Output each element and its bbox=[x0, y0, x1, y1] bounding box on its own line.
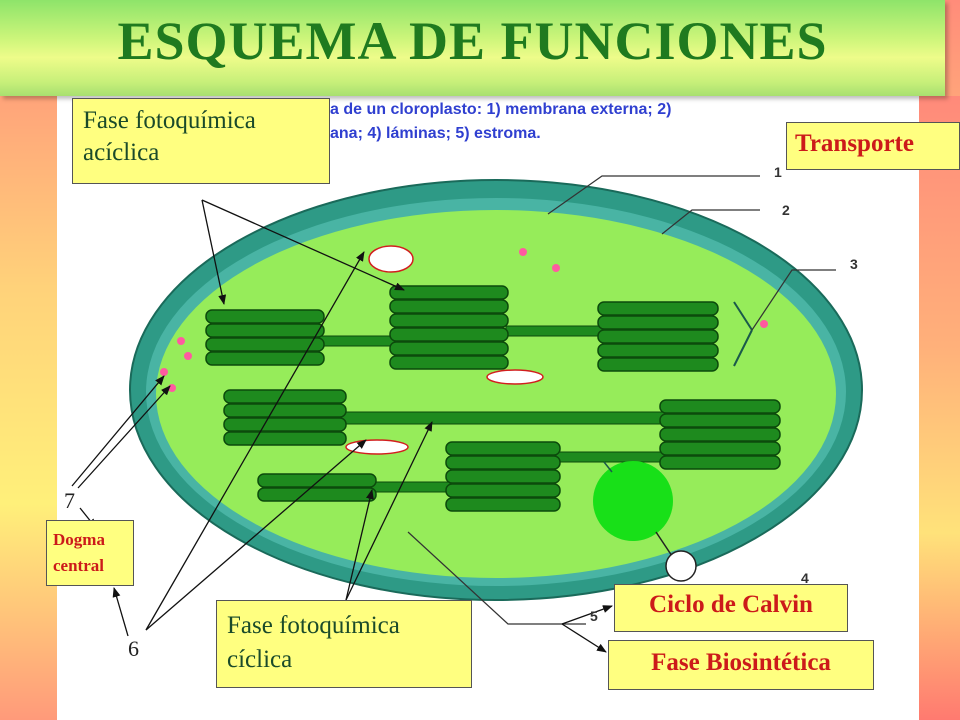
green-circle bbox=[593, 461, 673, 541]
title-bar: ESQUEMA DE FUNCIONES bbox=[0, 0, 945, 96]
white-oval bbox=[368, 245, 414, 273]
thylakoid-disc bbox=[597, 315, 719, 330]
pink-dot bbox=[184, 352, 192, 360]
grana-stacks bbox=[205, 285, 781, 512]
thylakoid-disc bbox=[257, 487, 377, 502]
arrow-acyclic-right bbox=[201, 199, 405, 291]
chloroplast-caption: a de un cloroplasto: 1) membrana externa… bbox=[330, 98, 800, 146]
connector-line bbox=[603, 461, 613, 473]
arrow-biosynthetic bbox=[561, 623, 607, 653]
lamella bbox=[315, 335, 397, 347]
pink-dot bbox=[177, 337, 185, 345]
arrow-cyclic-2 bbox=[345, 489, 374, 601]
acyclic-photochemical-phase-box: Fase fotoquímica acíclica bbox=[72, 98, 330, 184]
caption-line-1: a de un cloroplasto: 1) membrana externa… bbox=[330, 101, 672, 118]
thylakoid-disc bbox=[597, 343, 719, 358]
thylakoid-disc bbox=[389, 355, 509, 370]
thylakoid-disc bbox=[659, 399, 781, 414]
arrow-cyclic-1 bbox=[345, 421, 433, 601]
thylakoid-disc bbox=[205, 323, 325, 338]
arrow-6-a bbox=[145, 251, 365, 631]
arrow-7-b bbox=[77, 385, 171, 489]
white-oval bbox=[345, 439, 409, 455]
thylakoid-disc bbox=[223, 403, 347, 418]
thylakoid-disc bbox=[205, 309, 325, 324]
thylakoid-disc bbox=[389, 313, 509, 328]
arrow-calvin bbox=[561, 605, 613, 625]
marker-6: 6 bbox=[128, 636, 139, 661]
arrow-6-b bbox=[145, 439, 367, 631]
page-title: ESQUEMA DE FUNCIONES bbox=[117, 11, 828, 71]
acyclic-line-1: Fase fotoquímica bbox=[83, 107, 256, 134]
thylakoid-disc bbox=[445, 441, 561, 456]
thylakoid-disc bbox=[257, 473, 377, 488]
dogma-line-2: central bbox=[53, 556, 104, 575]
membrane-label-2: 2 bbox=[782, 202, 790, 218]
lamella bbox=[369, 481, 451, 493]
acyclic-line-2: acíclica bbox=[83, 139, 160, 166]
pink-dot bbox=[760, 320, 768, 328]
label-pointers bbox=[407, 175, 836, 625]
arrow-acyclic-left bbox=[201, 199, 227, 305]
central-dogma-box: Dogma central bbox=[46, 520, 134, 586]
thylakoid-disc bbox=[389, 299, 509, 314]
membrane-label-4: 4 bbox=[801, 570, 809, 586]
cyclic-photochemical-phase-box: Fase fotoquímica cíclica bbox=[216, 600, 472, 688]
thylakoid-disc bbox=[205, 337, 325, 352]
marker-7: 7 bbox=[64, 488, 75, 513]
thylakoid-disc bbox=[659, 455, 781, 470]
lamella-bracket bbox=[733, 301, 753, 331]
pink-dot bbox=[519, 248, 527, 256]
thylakoid-disc bbox=[659, 413, 781, 428]
lamella bbox=[555, 451, 665, 463]
caption-line-2: ana; 4) láminas; 5) estroma. bbox=[330, 125, 541, 142]
thylakoid-disc bbox=[223, 431, 347, 446]
thylakoid-disc bbox=[205, 351, 325, 366]
pointer-2 bbox=[661, 209, 760, 235]
membrane-label-3: 3 bbox=[850, 256, 858, 272]
cyclic-line-1: Fase fotoquímica bbox=[227, 612, 400, 639]
pointer-1 bbox=[547, 175, 760, 215]
lamella bbox=[505, 325, 603, 337]
thylakoid-disc bbox=[659, 441, 781, 456]
thylakoid-disc bbox=[445, 497, 561, 512]
biosynthetic-phase-box: Fase Biosintética bbox=[608, 640, 874, 690]
pink-dot bbox=[168, 384, 176, 392]
pink-dot bbox=[552, 264, 560, 272]
thylakoid-disc bbox=[389, 341, 509, 356]
thylakoid-disc bbox=[445, 483, 561, 498]
lamella bbox=[339, 411, 667, 425]
calvin-cycle-box: Ciclo de Calvin bbox=[614, 584, 848, 632]
thylakoid-disc bbox=[597, 301, 719, 316]
arrow-6-dogma bbox=[112, 587, 129, 637]
thylakoid-disc bbox=[597, 329, 719, 344]
white-circle bbox=[665, 550, 697, 582]
membrane-label-5: 5 bbox=[590, 608, 598, 624]
membrane-label-1: 1 bbox=[774, 164, 782, 180]
thylakoid-disc bbox=[389, 285, 509, 300]
pointer-5 bbox=[407, 531, 586, 625]
pointer-3 bbox=[751, 269, 836, 331]
dogma-line-1: Dogma bbox=[53, 530, 105, 549]
thylakoid-disc bbox=[223, 389, 347, 404]
lamella-bracket bbox=[733, 329, 753, 367]
thylakoid-disc bbox=[659, 427, 781, 442]
thylakoid-disc bbox=[445, 469, 561, 484]
thylakoid-disc bbox=[389, 327, 509, 342]
arrow-7-a bbox=[71, 375, 165, 487]
pink-dot bbox=[160, 368, 168, 376]
white-oval bbox=[486, 369, 544, 385]
connector-line bbox=[655, 531, 673, 557]
cyclic-line-2: cíclica bbox=[227, 646, 293, 673]
thylakoid-disc bbox=[445, 455, 561, 470]
thylakoid-disc bbox=[597, 357, 719, 372]
thylakoid-disc bbox=[223, 417, 347, 432]
transport-box: Transporte bbox=[786, 122, 960, 170]
right-gradient-bar bbox=[919, 96, 960, 720]
